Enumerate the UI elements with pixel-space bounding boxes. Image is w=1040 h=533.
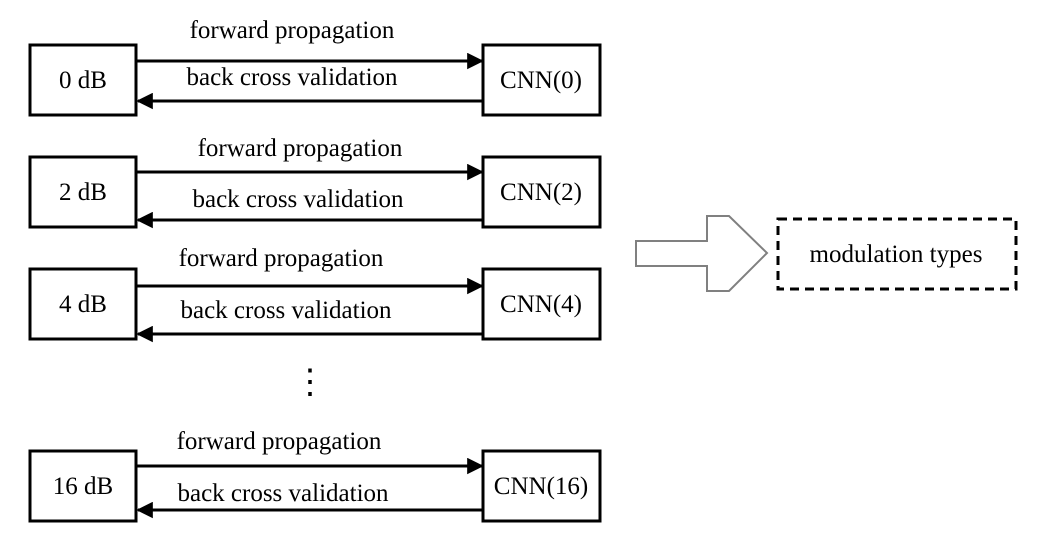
row-1: 2 dB CNN(2) forward propagation back cro… (28, 135, 602, 229)
snr-label-3: 16 dB (53, 473, 113, 500)
cnn-box-3 (481, 449, 602, 523)
snr-label-2: 4 dB (59, 291, 107, 318)
back-label-2: back cross validation (180, 297, 392, 324)
forward-label-2: forward propagation (179, 245, 384, 272)
cnn-label-3: CNN(16) (494, 473, 588, 500)
snr-box-3 (28, 449, 138, 523)
cnn-box-1 (481, 155, 602, 229)
cnn-label-0: CNN(0) (500, 67, 582, 94)
back-label-3: back cross validation (177, 480, 389, 507)
output-arrow-icon (635, 215, 769, 292)
snr-label-0: 0 dB (59, 67, 107, 94)
snr-box-0 (28, 43, 138, 117)
forward-label-3: forward propagation (177, 428, 382, 455)
back-label-1: back cross validation (192, 186, 404, 213)
cnn-label-1: CNN(2) (500, 179, 582, 206)
snr-label-1: 2 dB (59, 179, 107, 206)
cnn-box-2 (481, 267, 602, 341)
cnn-label-2: CNN(4) (500, 291, 582, 318)
row-3: 16 dB CNN(16) forward propagation back c… (28, 428, 602, 523)
output-box (776, 217, 1018, 291)
snr-box-2 (28, 267, 138, 341)
cnn-box-0 (481, 43, 602, 117)
row-2: 4 dB CNN(4) forward propagation back cro… (28, 245, 602, 343)
forward-label-1: forward propagation (198, 135, 403, 162)
back-label-0: back cross validation (186, 64, 398, 91)
ellipsis-marker: ⋮ (293, 364, 327, 401)
snr-box-1 (28, 155, 138, 229)
forward-label-0: forward propagation (190, 17, 395, 44)
row-0: 0 dB CNN(0) forward propagation back cro… (28, 17, 602, 117)
output-label: modulation types (810, 241, 983, 268)
